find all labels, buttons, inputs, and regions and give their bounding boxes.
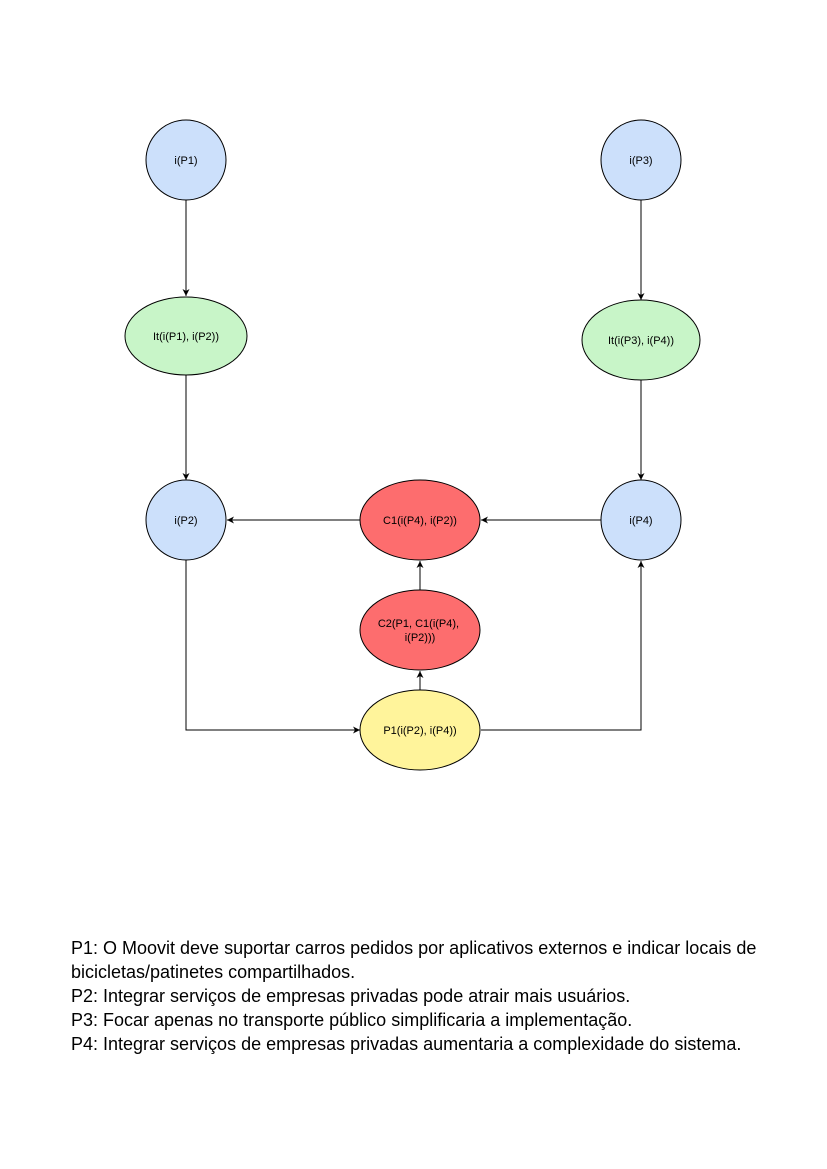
node-it-p3-p4: It(i(P3), i(P4)) bbox=[581, 299, 701, 381]
node-i-p1-shape bbox=[145, 119, 227, 201]
node-c2-label-line-1: C2(P1, C1(i(P4), bbox=[378, 618, 459, 630]
node-c2: C2(P1, C1(i(P4), i(P2))) bbox=[359, 589, 481, 671]
node-p1-label: P1(i(P2), i(P4)) bbox=[383, 725, 456, 737]
node-i-p2-label: i(P2) bbox=[174, 515, 197, 527]
node-it-p1-p2-shape bbox=[124, 296, 248, 376]
node-i-p3: i(P3) bbox=[600, 119, 682, 201]
node-i-p3-shape bbox=[600, 119, 682, 201]
node-c2-label: C2(P1, C1(i(P4), i(P2))) bbox=[378, 618, 462, 644]
node-it-p1-p2-label: It(i(P1), i(P2)) bbox=[153, 331, 219, 343]
node-c1: C1(i(P4), i(P2)) bbox=[359, 479, 481, 561]
node-i-p4-label: i(P4) bbox=[629, 515, 652, 527]
node-c1-label: C1(i(P4), i(P2)) bbox=[383, 515, 457, 527]
node-i-p2-shape bbox=[145, 479, 227, 561]
node-it-p3-p4-label: It(i(P3), i(P4)) bbox=[608, 335, 674, 347]
argument-diagram: i(P1) It(i(P1), i(P2)) i(P2) i(P3) It(i(… bbox=[124, 119, 701, 771]
node-it-p3-p4-shape bbox=[581, 299, 701, 381]
edges bbox=[182, 199, 645, 734]
node-p1-shape bbox=[359, 689, 481, 771]
legend-item-p4: P4: Integrar serviços de empresas privad… bbox=[71, 1034, 742, 1054]
legend-item-p3: P3: Focar apenas no transporte público s… bbox=[71, 1010, 633, 1030]
node-p1: P1(i(P2), i(P4)) bbox=[359, 689, 481, 771]
node-it-p1-p2: It(i(P1), i(P2)) bbox=[124, 296, 248, 376]
node-i-p4: i(P4) bbox=[600, 479, 682, 561]
legend-item-p2: P2: Integrar serviços de empresas privad… bbox=[71, 986, 631, 1006]
legend-item-p1: P1: O Moovit deve suportar carros pedido… bbox=[71, 938, 757, 982]
node-i-p1-label: i(P1) bbox=[174, 155, 197, 167]
node-c1-shape bbox=[359, 479, 481, 561]
node-i-p2: i(P2) bbox=[145, 479, 227, 561]
node-i-p4-shape bbox=[600, 479, 682, 561]
legend: P1: O Moovit deve suportar carros pedido… bbox=[71, 936, 771, 1056]
edge-p1-to-iP4 bbox=[481, 561, 645, 731]
edge-iP2-to-p1 bbox=[185, 560, 360, 734]
node-i-p3-label: i(P3) bbox=[629, 155, 652, 167]
node-c2-shape bbox=[359, 589, 481, 671]
node-c2-label-line-2: i(P2))) bbox=[405, 632, 436, 644]
node-i-p1: i(P1) bbox=[145, 119, 227, 201]
